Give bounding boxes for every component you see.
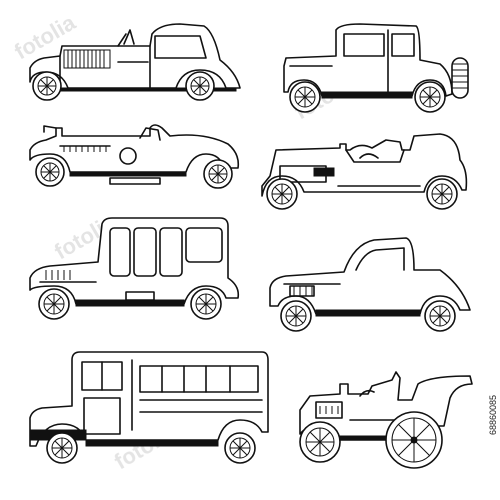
image-id-label: 68860085 [488,394,498,436]
vintage-bus [29,351,269,464]
vintage-model-t-coupe [283,23,469,113]
vintage-sports-coupe [29,23,241,101]
vintage-roadster-coupe [269,237,471,332]
vintage-touring-car [261,133,468,210]
vintage-buggy [299,371,473,469]
vintage-racing-roadster [29,124,240,189]
vintage-limousine [29,217,240,320]
